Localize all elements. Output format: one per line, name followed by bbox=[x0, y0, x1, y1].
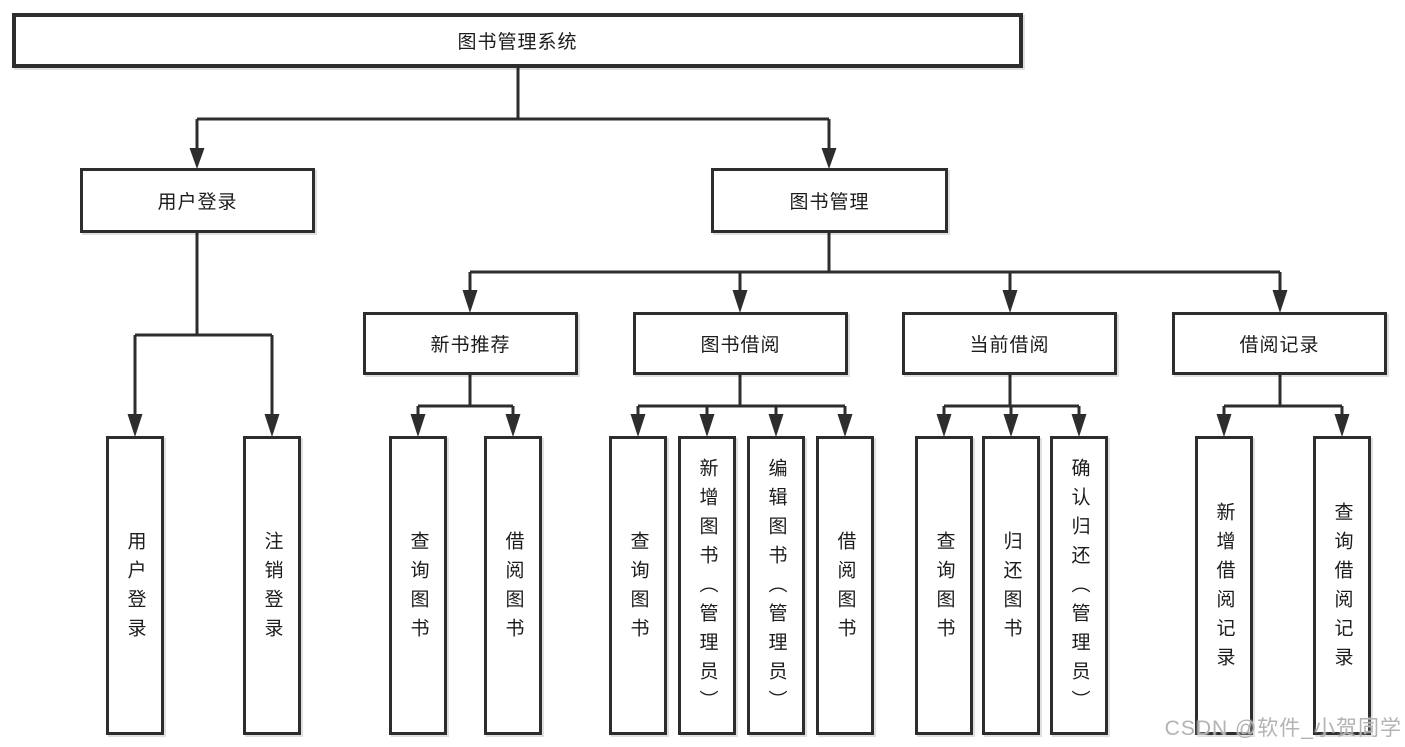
node-current-borrowing: 当前借阅 bbox=[902, 312, 1117, 375]
leaf-edit-book-admin: 编辑图书（管理员） bbox=[747, 436, 805, 735]
arrowheads bbox=[127, 148, 1350, 437]
leaf-confirm-return-admin: 确认归还（管理员） bbox=[1050, 436, 1108, 735]
node-borrowing-records: 借阅记录 bbox=[1172, 312, 1387, 375]
leaf-user-login: 用户登录 bbox=[106, 436, 164, 735]
leaf-query-books-recommend: 查询图书 bbox=[389, 436, 447, 735]
node-book-borrowing: 图书借阅 bbox=[633, 312, 848, 375]
leaf-logout: 注销登录 bbox=[243, 436, 301, 735]
node-root-system: 图书管理系统 bbox=[12, 13, 1023, 68]
leaf-return-books: 归还图书 bbox=[982, 436, 1040, 735]
connector-strokes bbox=[133, 68, 1344, 414]
leaf-borrow-books-borrowing: 借阅图书 bbox=[816, 436, 874, 735]
leaf-query-borrow-record: 查询借阅记录 bbox=[1313, 436, 1371, 735]
leaf-add-borrow-record: 新增借阅记录 bbox=[1195, 436, 1253, 735]
leaf-query-books-current: 查询图书 bbox=[915, 436, 973, 735]
node-book-management: 图书管理 bbox=[711, 168, 948, 233]
csdn-watermark: CSDN @软件_小贺同学 bbox=[1164, 717, 1402, 740]
leaf-add-book-admin: 新增图书（管理员） bbox=[678, 436, 736, 735]
node-new-book-recommend: 新书推荐 bbox=[363, 312, 578, 375]
leaf-borrow-books-recommend: 借阅图书 bbox=[484, 436, 542, 735]
leaf-query-books-borrowing: 查询图书 bbox=[609, 436, 667, 735]
node-user-login: 用户登录 bbox=[80, 168, 315, 233]
